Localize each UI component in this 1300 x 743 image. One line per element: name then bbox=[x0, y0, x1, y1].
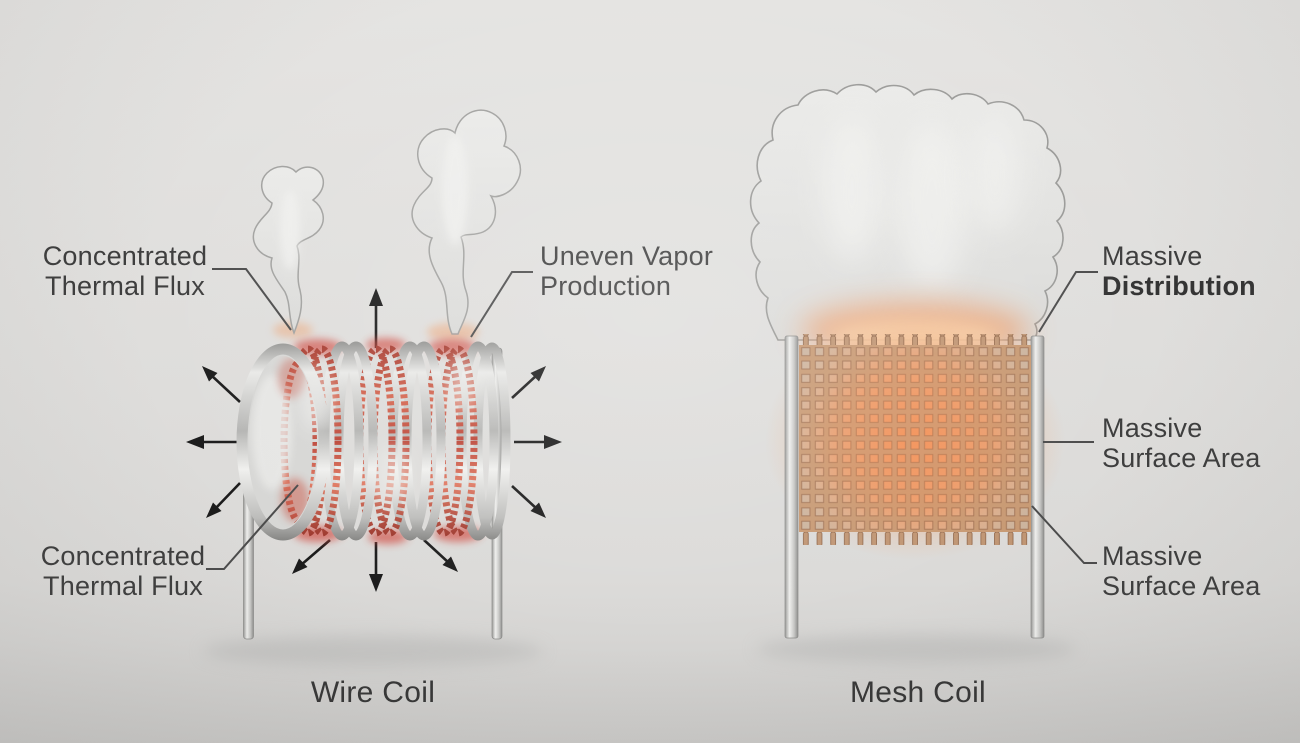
coil-front-ring bbox=[236, 343, 330, 541]
wire-coil-illustration bbox=[186, 109, 562, 640]
coil-vapor-wisps bbox=[299, 359, 477, 503]
mesh-coil-leader-lines bbox=[1031, 271, 1098, 564]
floor-shadows bbox=[203, 635, 1076, 666]
caption-mesh-coil: Mesh Coil bbox=[849, 676, 987, 709]
leader-uneven-vapor bbox=[470, 271, 533, 338]
leader-concentrated-top bbox=[212, 268, 292, 331]
mesh-posts bbox=[784, 335, 1045, 639]
label-uneven-vapor-production: Uneven Vapor Production bbox=[540, 241, 714, 301]
mesh-vapor-cloud bbox=[749, 83, 1066, 358]
label-massive-surface-area-bottom: Massive Surface Area bbox=[1102, 541, 1261, 601]
label-massive-surface-area-top: Massive Surface Area bbox=[1102, 413, 1261, 473]
vapor-plume-small bbox=[252, 165, 325, 338]
label-massive-distribution: Massive Distribution bbox=[1102, 241, 1256, 301]
leader-concentrated-bottom bbox=[206, 484, 299, 570]
caption-wire-coil: Wire Coil bbox=[310, 676, 436, 709]
label-concentrated-thermal-flux-top: Concentrated Thermal Flux bbox=[42, 241, 208, 301]
leader-massive-distribution bbox=[1038, 271, 1098, 333]
label-concentrated-thermal-flux-bottom: Concentrated Thermal Flux bbox=[40, 541, 206, 601]
mesh-coil-illustration bbox=[749, 83, 1098, 639]
leader-massive-surface-bottom bbox=[1031, 505, 1097, 564]
mesh-grid bbox=[799, 334, 1031, 545]
wire-coil-leader-lines bbox=[206, 268, 533, 570]
vapor-plume-large bbox=[411, 109, 522, 341]
heat-arrows bbox=[186, 288, 562, 592]
